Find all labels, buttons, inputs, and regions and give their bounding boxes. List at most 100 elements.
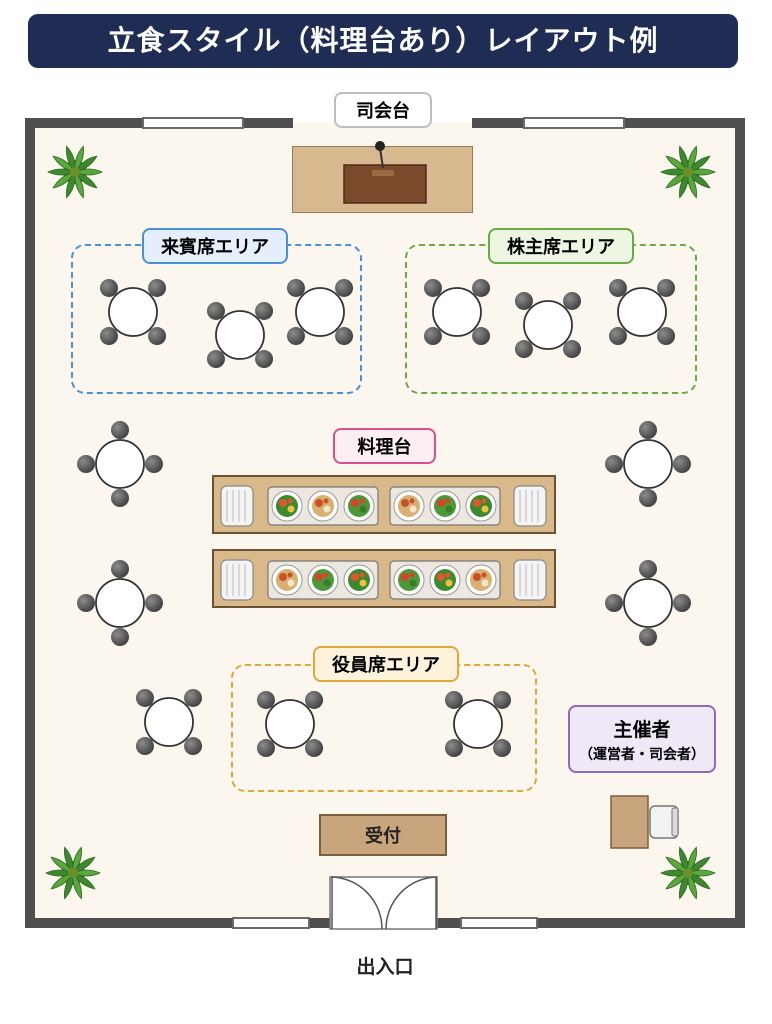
chair xyxy=(563,291,582,310)
chair xyxy=(639,560,657,578)
potted-plant-icon xyxy=(47,145,103,199)
chair xyxy=(639,421,657,439)
organizer-label: 主催者 （運営者・司会者） xyxy=(568,705,716,773)
lectern xyxy=(343,141,427,204)
round-table xyxy=(605,421,691,507)
window xyxy=(523,117,625,129)
chair xyxy=(145,455,163,473)
round-table xyxy=(256,690,324,758)
chair xyxy=(608,327,627,346)
food-tray xyxy=(389,486,501,526)
chair xyxy=(305,739,324,758)
chair xyxy=(493,690,512,709)
chair xyxy=(99,327,118,346)
food-tray xyxy=(267,486,379,526)
chair xyxy=(563,340,582,359)
round-table xyxy=(423,278,491,346)
chair xyxy=(111,560,129,578)
chair xyxy=(286,327,305,346)
buffet-label: 料理台 xyxy=(333,428,436,464)
chair xyxy=(423,327,442,346)
round-table xyxy=(206,301,274,369)
entrance-door xyxy=(329,876,438,930)
chair xyxy=(472,278,491,297)
chair xyxy=(472,327,491,346)
chair xyxy=(135,688,154,707)
chair xyxy=(135,737,154,756)
chair xyxy=(657,278,676,297)
wall-bottom-right xyxy=(437,918,745,928)
round-table xyxy=(444,690,512,758)
plate-stack xyxy=(220,485,254,527)
chair xyxy=(206,350,225,369)
chair xyxy=(605,594,623,612)
wall-left xyxy=(25,118,35,928)
window xyxy=(232,917,310,929)
chair xyxy=(256,690,275,709)
chair xyxy=(111,489,129,507)
guest-zone-label: 来賓席エリア xyxy=(142,228,288,264)
potted-plant-icon xyxy=(660,846,716,900)
organizer-title: 主催者 xyxy=(613,718,671,741)
chair xyxy=(423,278,442,297)
chair xyxy=(184,737,203,756)
window xyxy=(142,117,244,129)
chair xyxy=(657,327,676,346)
chair xyxy=(493,739,512,758)
microphone-icon xyxy=(375,141,385,151)
potted-plant-icon xyxy=(45,846,101,900)
chair xyxy=(111,628,129,646)
chair xyxy=(111,421,129,439)
officer-zone-label: 役員席エリア xyxy=(313,646,459,682)
potted-plant-icon xyxy=(660,145,716,199)
reception-desk: 受付 xyxy=(319,814,447,856)
chair xyxy=(444,690,463,709)
chair xyxy=(148,327,167,346)
chair xyxy=(514,291,533,310)
chair xyxy=(335,278,354,297)
chair xyxy=(286,278,305,297)
food-tray xyxy=(389,560,501,600)
round-table xyxy=(77,421,163,507)
entrance-label: 出入口 xyxy=(356,956,414,978)
round-table xyxy=(135,688,203,756)
chair xyxy=(673,455,691,473)
plate-stack xyxy=(513,559,547,601)
plate-stack xyxy=(220,559,254,601)
chair xyxy=(608,278,627,297)
chair xyxy=(514,340,533,359)
round-table xyxy=(608,278,676,346)
chair xyxy=(444,739,463,758)
chair xyxy=(77,594,95,612)
chair xyxy=(206,301,225,320)
wall-right xyxy=(735,118,745,928)
chair xyxy=(305,690,324,709)
chair xyxy=(673,594,691,612)
chair xyxy=(335,327,354,346)
window xyxy=(460,917,538,929)
chair xyxy=(148,278,167,297)
food-tray xyxy=(267,560,379,600)
shareholder-zone-label: 株主席エリア xyxy=(488,228,634,264)
chair xyxy=(605,455,623,473)
chair xyxy=(77,455,95,473)
podium-label: 司会台 xyxy=(334,92,432,128)
chair xyxy=(256,739,275,758)
page-title: 立食スタイル（料理台あり）レイアウト例 xyxy=(28,14,738,68)
chair xyxy=(255,301,274,320)
round-table xyxy=(514,291,582,359)
round-table xyxy=(286,278,354,346)
chair xyxy=(184,688,203,707)
chair xyxy=(99,278,118,297)
round-table xyxy=(605,560,691,646)
plate-stack xyxy=(513,485,547,527)
organizer-subtitle: （運営者・司会者） xyxy=(579,746,705,763)
chair xyxy=(639,628,657,646)
organizer-desk xyxy=(610,795,679,849)
chair xyxy=(255,350,274,369)
round-table xyxy=(99,278,167,346)
wall-bottom-left xyxy=(25,918,330,928)
round-table xyxy=(77,560,163,646)
chair xyxy=(639,489,657,507)
